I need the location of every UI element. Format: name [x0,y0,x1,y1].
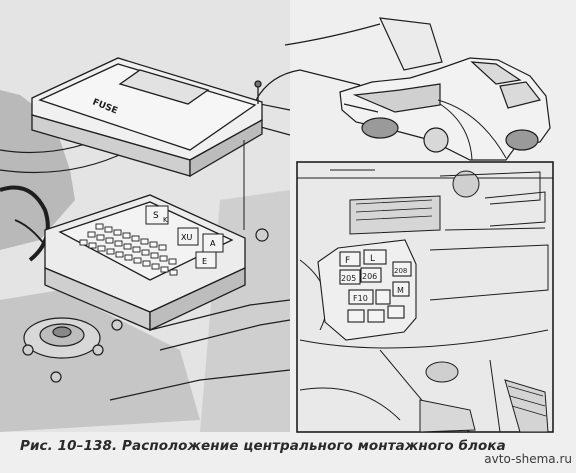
relays [145,205,224,269]
relay-label-k: K [163,216,168,224]
relay-label-a: A [210,239,216,248]
relay-label-e: E [202,257,207,266]
connector-curves [255,23,381,101]
block-label-f: F [345,256,350,266]
fuse-rows [79,223,178,276]
car-illustration [339,17,551,161]
central-mounting-block [317,239,417,341]
watermark: avto-shema.ru [484,452,572,466]
block-label-206: 206 [362,272,377,281]
block-label-l: L [370,254,375,264]
block-label-m: M [397,286,404,295]
block-label-208: 208 [394,267,407,275]
block-label-205: 205 [341,274,356,283]
relay-label-s: S [153,211,159,221]
figure-caption: Рис. 10–138. Расположение центрального м… [20,438,506,454]
relay-label-xu: XU [181,233,192,242]
block-label-f10: F10 [353,294,368,303]
callout-lines [437,99,507,161]
fuse-box-cover [31,57,263,178]
